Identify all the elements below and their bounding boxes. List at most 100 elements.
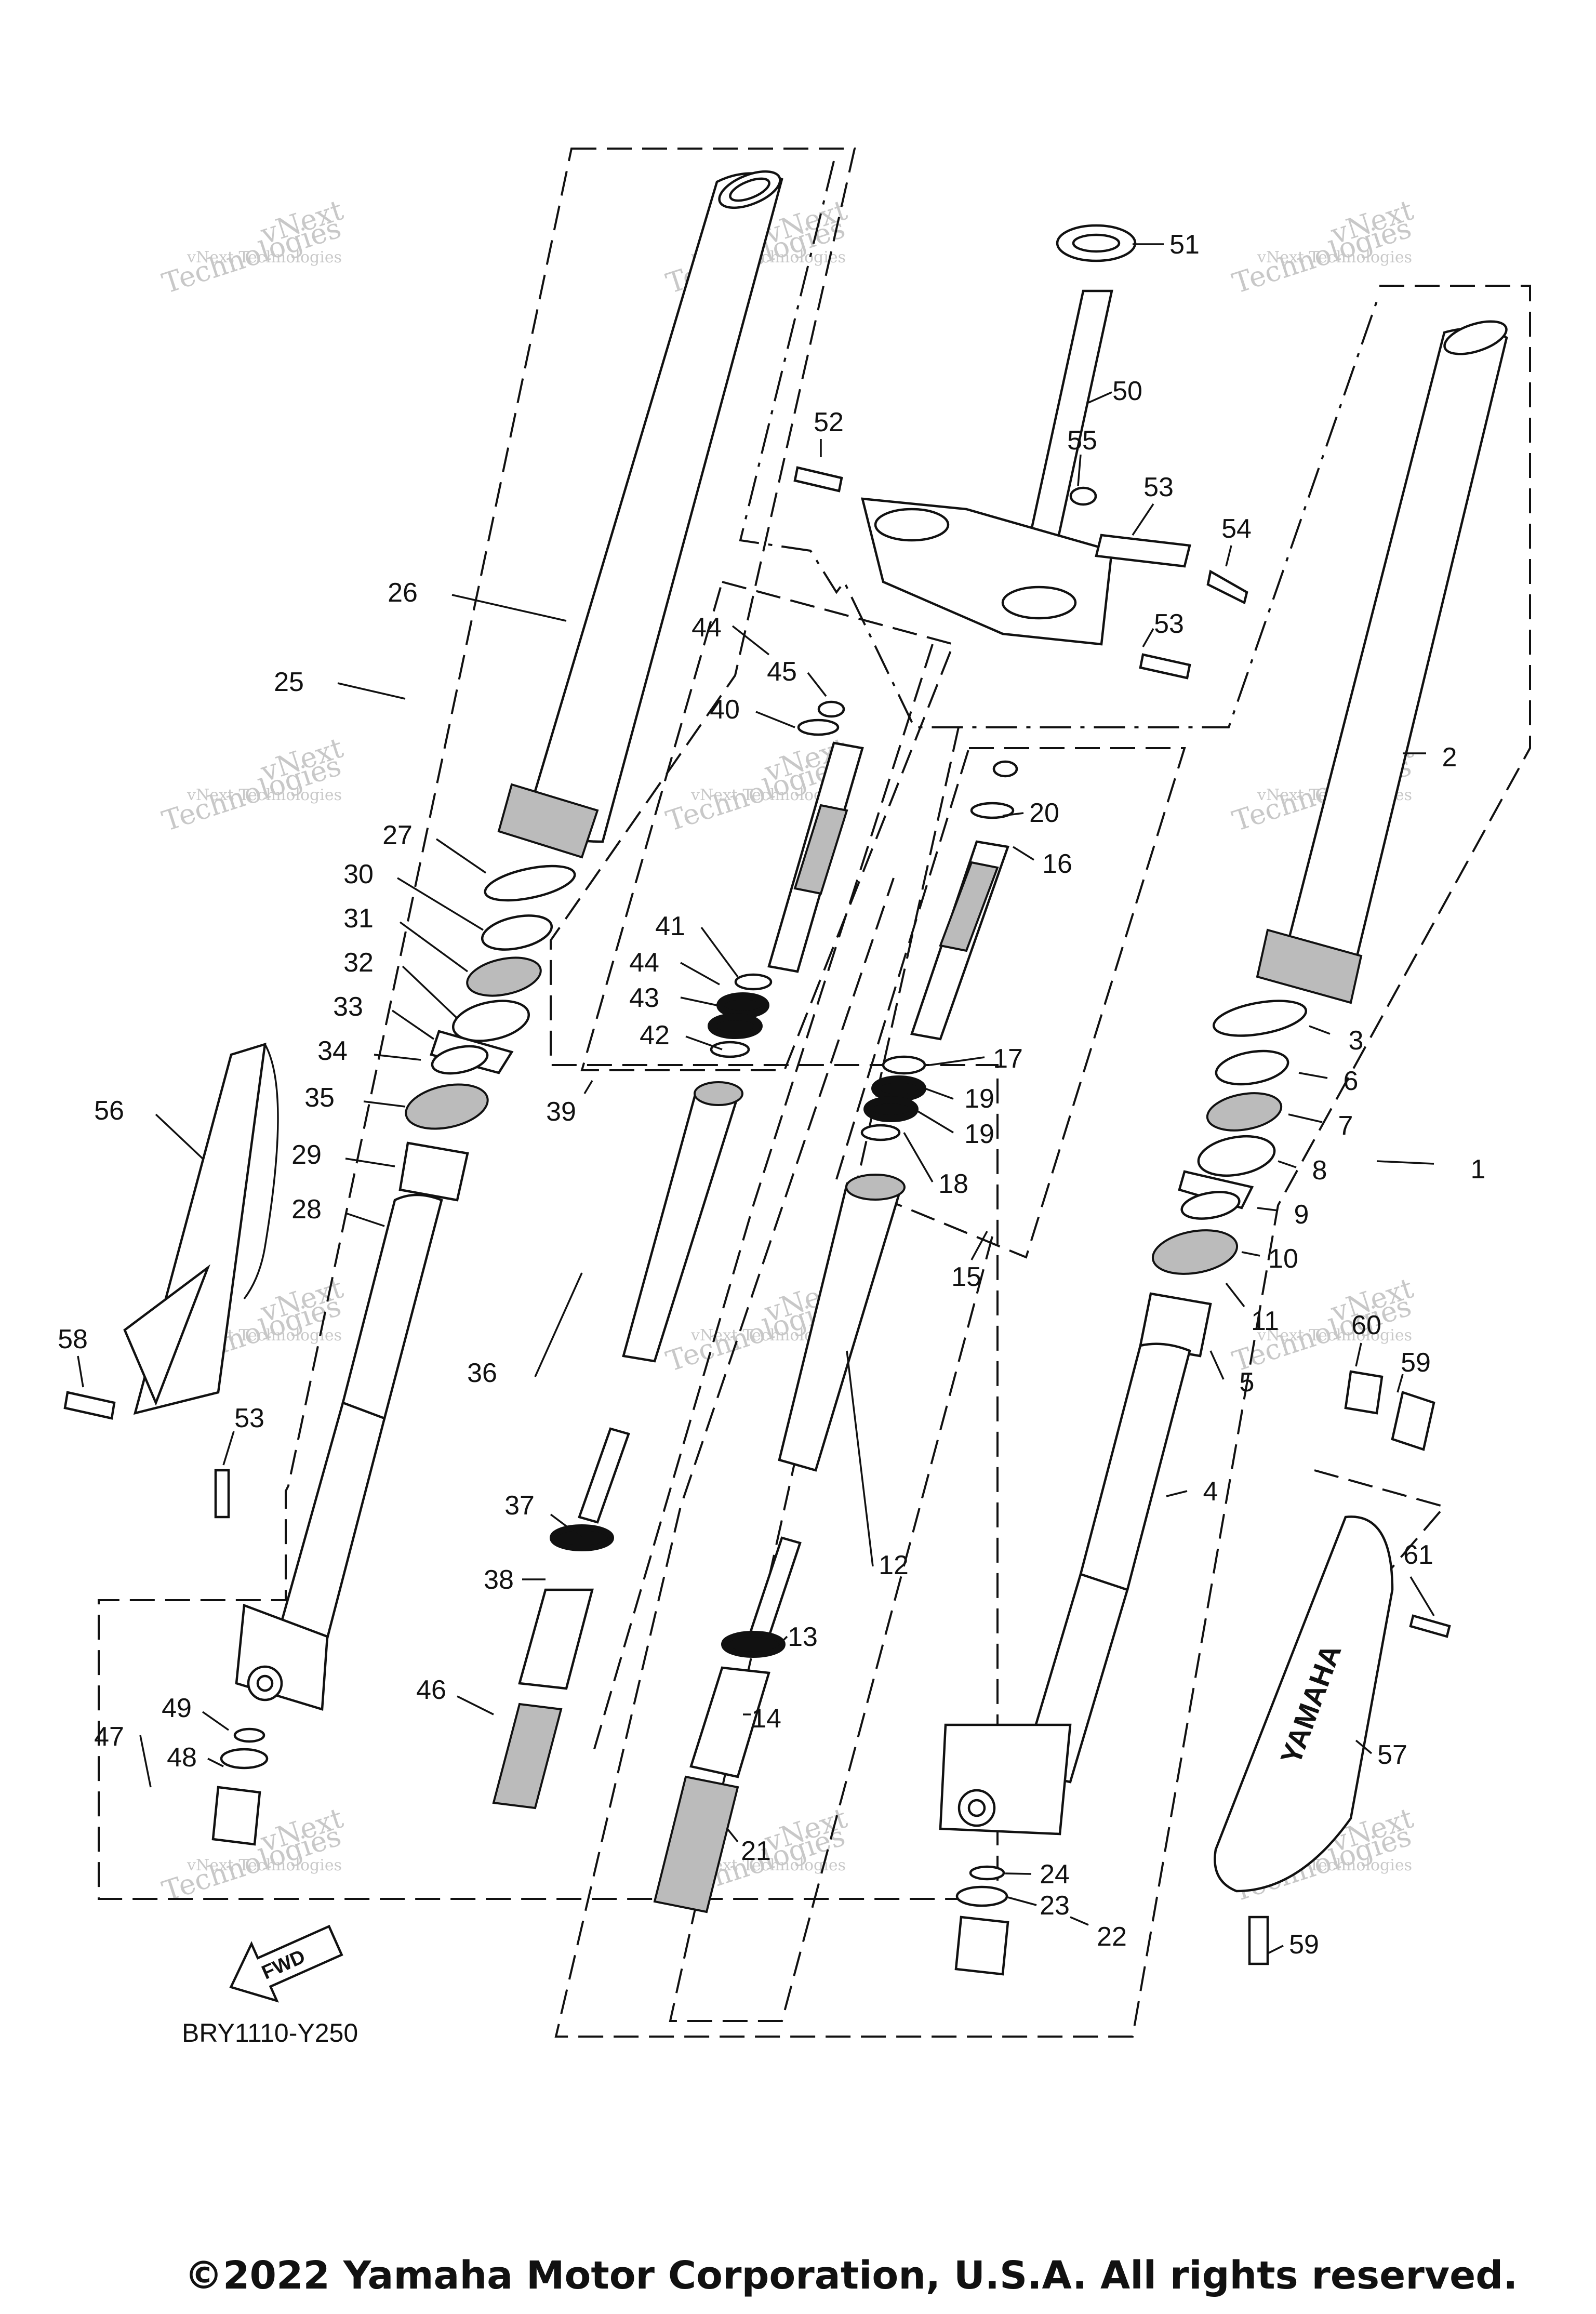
right-outer-tube <box>1282 327 1508 983</box>
damper-frame-left <box>591 644 934 1757</box>
leader-25 <box>337 682 406 700</box>
right-damper-assembly <box>860 760 1018 1141</box>
leader-28 <box>345 1212 385 1227</box>
leader-7 <box>1288 1113 1323 1123</box>
callout-29: 29 <box>291 1140 322 1170</box>
leader-22 <box>1070 1916 1089 1926</box>
leader-26 <box>451 594 567 622</box>
leader-35 <box>363 1100 406 1108</box>
leader-33 <box>392 1009 434 1040</box>
leader-60 <box>1355 1342 1362 1367</box>
svg-text:vNext Technologies: vNext Technologies <box>187 248 342 267</box>
leader-32 <box>402 965 458 1019</box>
callout-17: 17 <box>993 1044 1023 1074</box>
damper-frame-right <box>669 727 993 2022</box>
callout-10: 10 <box>1268 1244 1298 1274</box>
callout-4: 4 <box>1203 1477 1218 1507</box>
leader-8 <box>1278 1160 1297 1168</box>
leader-lines <box>77 243 1435 1954</box>
callout-3: 3 <box>1349 1026 1364 1056</box>
leader-55 <box>1077 454 1082 486</box>
callout-56: 56 <box>94 1096 124 1126</box>
callout-28: 28 <box>291 1194 322 1225</box>
leader-6 <box>1298 1072 1328 1079</box>
leader-12 <box>846 1350 874 1567</box>
callout-35: 35 <box>304 1083 335 1113</box>
callout-5: 5 <box>1240 1367 1255 1398</box>
callout-53: 53 <box>1154 609 1184 639</box>
damper-assy-right-boundary <box>835 747 1186 1259</box>
leader-44 <box>680 962 720 986</box>
callout-19: 19 <box>964 1084 994 1114</box>
right-fork-boundary <box>554 285 1531 2038</box>
leader-3 <box>1309 1025 1331 1035</box>
callout-57: 57 <box>1377 1740 1407 1770</box>
right-axle-bracket <box>939 1723 1072 1836</box>
leader-42 <box>685 1035 723 1050</box>
svg-text:vNext Technologies: vNext Technologies <box>187 1856 342 1874</box>
leader-39 <box>583 1080 593 1094</box>
callout-19: 19 <box>964 1119 994 1149</box>
leader-34 <box>374 1054 421 1061</box>
diagram-code: BRY1110-Y250 <box>182 2018 358 2047</box>
callout-1: 1 <box>1471 1154 1486 1185</box>
leader-56 <box>155 1113 204 1160</box>
callout-50: 50 <box>1112 376 1142 406</box>
callout-6: 6 <box>1344 1066 1359 1096</box>
guard-bracket-boundary <box>1314 1469 1446 1580</box>
leader-46 <box>457 1695 494 1715</box>
leader-23 <box>1007 1896 1037 1906</box>
left-cartridge <box>492 1081 743 1810</box>
callout-61: 61 <box>1403 1540 1433 1570</box>
leader-40 <box>755 711 795 728</box>
leader-10 <box>1241 1251 1260 1257</box>
callout-31: 31 <box>343 903 374 934</box>
callout-20: 20 <box>1029 798 1059 828</box>
callout-46: 46 <box>416 1675 446 1705</box>
callout-30: 30 <box>343 859 374 889</box>
callout-23: 23 <box>1040 1891 1070 1921</box>
leader-53 <box>1132 503 1154 536</box>
callout-44: 44 <box>629 948 659 978</box>
leader-59 <box>1267 1945 1284 1954</box>
callout-12: 12 <box>879 1550 909 1580</box>
callout-40: 40 <box>710 695 740 725</box>
leader-49 <box>202 1711 230 1731</box>
callout-34: 34 <box>317 1036 348 1066</box>
callout-2: 2 <box>1442 742 1457 773</box>
callout-60: 60 <box>1351 1310 1381 1340</box>
leader-29 <box>345 1158 395 1167</box>
left-damper-assembly <box>708 700 864 1058</box>
callout-22: 22 <box>1097 1922 1127 1952</box>
callout-18: 18 <box>938 1169 968 1199</box>
callout-16: 16 <box>1042 849 1072 879</box>
callout-36: 36 <box>467 1358 497 1388</box>
left-fork-guard <box>123 1042 279 1415</box>
callout-37: 37 <box>504 1491 535 1521</box>
leader-61 <box>1409 1576 1435 1616</box>
callout-21: 21 <box>741 1836 771 1866</box>
callout-53: 53 <box>1143 472 1174 502</box>
leader-4 <box>1166 1490 1188 1497</box>
callout-54: 54 <box>1221 514 1252 544</box>
callout-51: 51 <box>1169 230 1200 260</box>
leader-16 <box>1013 846 1034 861</box>
leader-18 <box>903 1132 934 1182</box>
leader-24 <box>1005 1872 1032 1875</box>
leader-58 <box>77 1355 84 1388</box>
callout-32: 32 <box>343 948 374 978</box>
callout-8: 8 <box>1312 1155 1327 1186</box>
callout-48: 48 <box>167 1743 197 1773</box>
leader-53 <box>1142 628 1154 647</box>
leader-36 <box>534 1272 583 1377</box>
svg-text:vNext Technologies: vNext Technologies <box>1257 1326 1412 1345</box>
forward-arrow: FWD <box>229 1924 343 2003</box>
right-cartridge <box>653 1174 906 1913</box>
callout-11: 11 <box>1251 1306 1279 1336</box>
steering-bracket-boundary <box>739 161 1378 728</box>
leader-47 <box>139 1735 152 1788</box>
leader-19 <box>914 1108 954 1134</box>
leader-41 <box>700 926 739 978</box>
